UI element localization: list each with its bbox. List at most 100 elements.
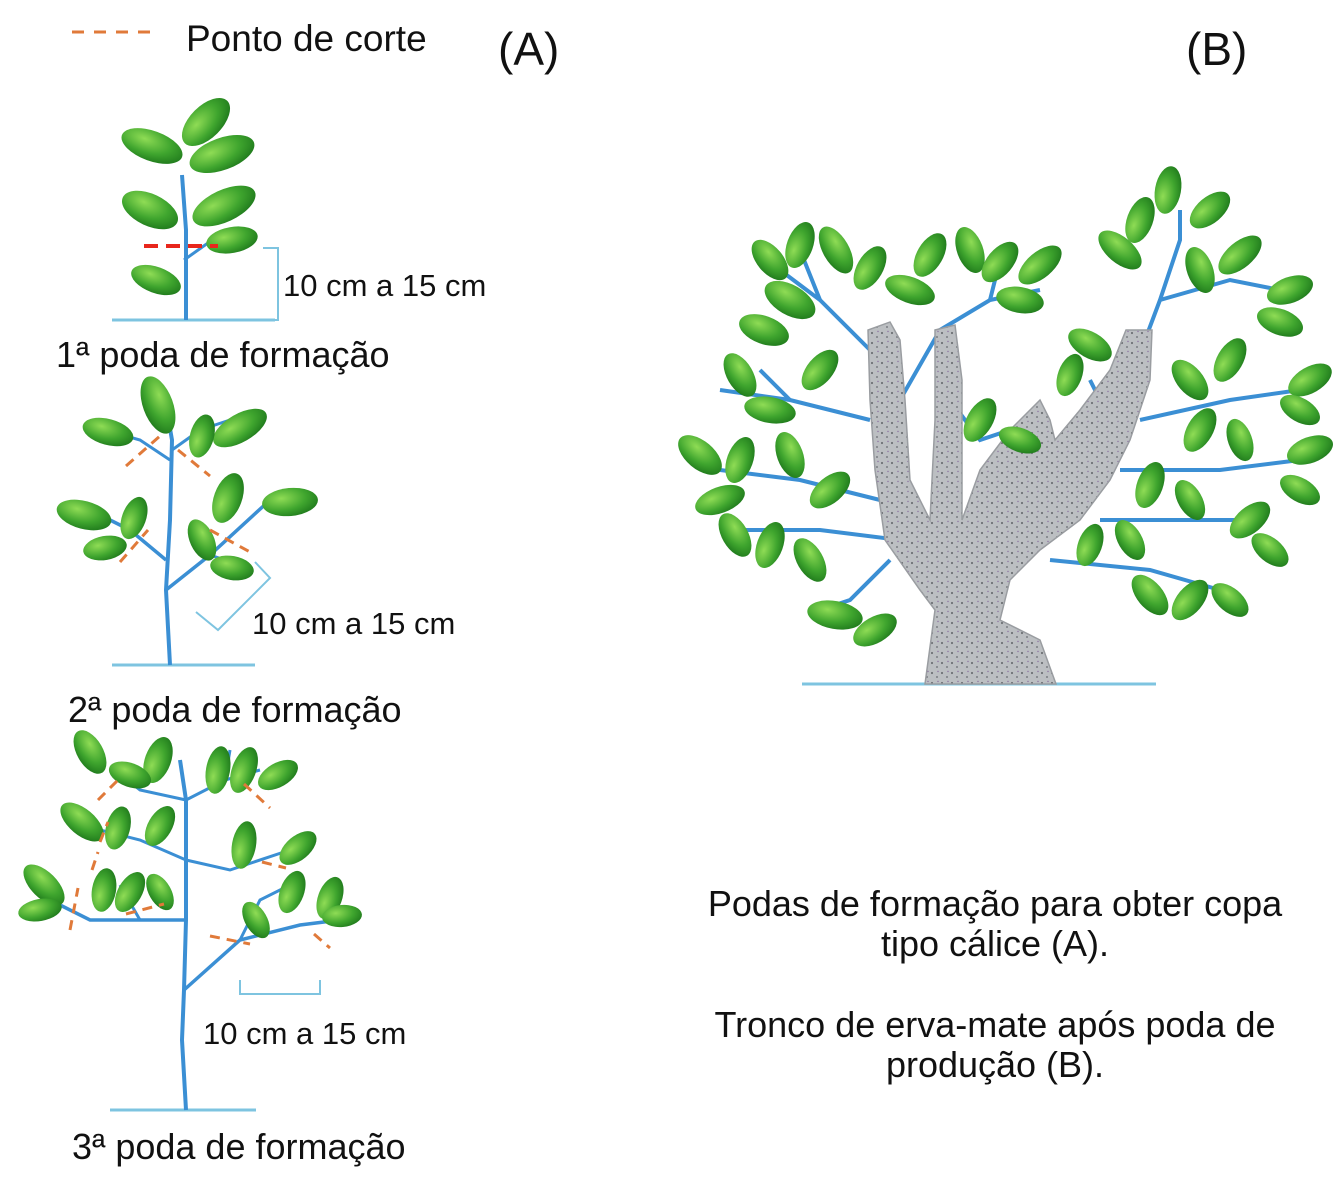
stage-2-measure: 10 cm a 15 cm bbox=[252, 606, 456, 641]
leaf-icon bbox=[206, 226, 258, 254]
leaf-icon bbox=[755, 522, 785, 568]
leaf-icon bbox=[1189, 191, 1231, 229]
leaf-icon bbox=[143, 737, 173, 783]
caption-b: Tronco de erva-mate após poda de produçã… bbox=[714, 1004, 1276, 1085]
panel-b-label: (B) bbox=[1186, 23, 1248, 75]
leaf-icon bbox=[1218, 235, 1262, 275]
leaf-icon bbox=[1280, 394, 1320, 426]
tree-panel-b bbox=[678, 166, 1333, 686]
leaf-icon bbox=[751, 239, 789, 281]
leaf-icon bbox=[82, 417, 134, 447]
leaf-icon bbox=[231, 821, 257, 869]
caption-a: Podas de formação para obter copa tipo c… bbox=[707, 883, 1283, 964]
cut-mark bbox=[125, 902, 165, 916]
leaf-group bbox=[18, 730, 362, 939]
leaf-icon bbox=[205, 746, 231, 794]
leaf-icon bbox=[1125, 197, 1155, 243]
leaf-group bbox=[56, 376, 318, 581]
cut-mark bbox=[118, 529, 150, 563]
stage-2-title: 2ª poda de formação bbox=[68, 689, 402, 730]
cut-mark bbox=[209, 528, 251, 554]
leaf-icon bbox=[998, 426, 1042, 454]
leaf-icon bbox=[181, 97, 231, 147]
cut-mark bbox=[96, 776, 122, 802]
leaf-icon bbox=[809, 471, 851, 509]
leaf-icon bbox=[1185, 247, 1215, 293]
leaf-icon bbox=[140, 376, 176, 434]
leaf-icon bbox=[1251, 533, 1289, 567]
leaf-icon bbox=[114, 872, 146, 912]
leaf-icon bbox=[262, 487, 318, 517]
leaf-icon bbox=[1076, 523, 1104, 567]
leaf-icon bbox=[192, 185, 256, 227]
leaf-icon bbox=[213, 408, 267, 448]
leaf-icon bbox=[279, 831, 317, 865]
leaf-icon bbox=[1114, 520, 1146, 560]
leaf-icon bbox=[1257, 307, 1303, 337]
leaf-icon bbox=[744, 396, 796, 424]
leaf-icon bbox=[853, 613, 897, 647]
cut-mark bbox=[68, 887, 80, 931]
leaf-icon bbox=[1174, 480, 1206, 520]
leaf-icon bbox=[695, 484, 745, 516]
stem bbox=[180, 174, 188, 320]
leaf-icon bbox=[1280, 474, 1320, 506]
leaf-icon bbox=[91, 868, 117, 912]
leaf-icon bbox=[1267, 275, 1313, 305]
leaf-group bbox=[121, 97, 258, 296]
stage-3-measure: 10 cm a 15 cm bbox=[203, 1016, 407, 1051]
stage-1-title: 1ª poda de formação bbox=[56, 334, 390, 375]
leaf-icon bbox=[775, 432, 805, 478]
leaf-icon bbox=[1068, 328, 1112, 362]
leaf-icon bbox=[60, 802, 104, 842]
leaf-icon bbox=[678, 435, 722, 475]
cut-mark bbox=[90, 851, 100, 871]
leaf-icon bbox=[955, 227, 985, 273]
leaf-icon bbox=[73, 730, 107, 774]
leaf-icon bbox=[322, 904, 362, 928]
cut-mark bbox=[242, 782, 272, 810]
leaf-icon bbox=[963, 398, 997, 442]
leaf-icon bbox=[1098, 230, 1142, 270]
cut-mark bbox=[98, 821, 110, 843]
leaf-icon bbox=[144, 806, 176, 846]
leaf-icon bbox=[1171, 579, 1209, 621]
leaf-icon bbox=[996, 286, 1044, 314]
leaf-icon bbox=[818, 226, 854, 274]
cut-mark bbox=[177, 448, 211, 478]
cut-mark bbox=[313, 932, 331, 950]
leaf-icon bbox=[981, 241, 1019, 283]
tree-stage-3 bbox=[18, 730, 362, 1112]
leaf-icon bbox=[105, 806, 131, 850]
cut-mark bbox=[261, 860, 287, 870]
tree-stage-2 bbox=[56, 376, 318, 667]
leaf-icon bbox=[278, 870, 306, 914]
leaf-icon bbox=[785, 222, 815, 268]
leaf-icon bbox=[210, 555, 254, 581]
leaf-icon bbox=[189, 414, 215, 458]
leaf-icon bbox=[187, 519, 217, 561]
leaf-icon bbox=[718, 513, 752, 557]
measure-bracket-3 bbox=[239, 980, 321, 995]
leaf-icon bbox=[1171, 359, 1209, 401]
leaf-icon bbox=[212, 473, 244, 523]
leaf-group bbox=[678, 166, 1333, 647]
leaf-icon bbox=[1183, 408, 1217, 452]
leaf-icon bbox=[725, 437, 755, 483]
leaf-icon bbox=[885, 274, 935, 306]
leaf-icon bbox=[853, 246, 887, 290]
leaf-icon bbox=[56, 499, 112, 531]
tree-stage-1 bbox=[112, 97, 279, 322]
leaf-icon bbox=[83, 535, 127, 561]
measure-bracket-1 bbox=[263, 247, 279, 321]
cut-marks-2 bbox=[118, 434, 251, 563]
cut-mark bbox=[209, 934, 251, 946]
leaf-icon bbox=[1287, 435, 1333, 465]
leaf-icon bbox=[108, 761, 152, 789]
leaf-icon bbox=[258, 759, 298, 791]
panel-a-label: (A) bbox=[498, 23, 560, 75]
leaf-icon bbox=[1018, 245, 1062, 285]
leaf-icon bbox=[1211, 583, 1249, 617]
leaf-icon bbox=[121, 190, 179, 230]
